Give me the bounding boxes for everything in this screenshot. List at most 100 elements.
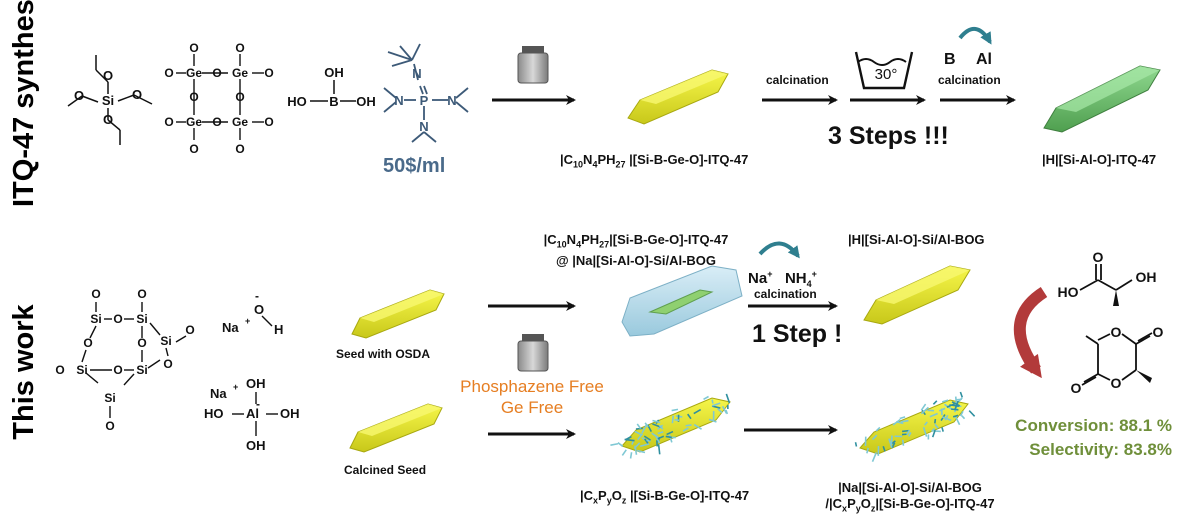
silicate-o: O [55,363,64,377]
fiber-particle [617,442,624,447]
fiber-particle [900,419,909,423]
silicate-cluster [81,302,187,418]
fiber-particle [959,410,964,417]
lactic-oh: OH [1136,269,1157,285]
ge-o: O [235,41,244,55]
cxpyoz-label: |CxPyOz |[Si-B-Ge-O]-ITQ-47 [580,488,750,506]
aluminate-na: Na [210,386,227,401]
fiber-particle [941,399,949,403]
exchange-al: Al [976,51,992,68]
ge-o: O [264,115,273,129]
fiber-particle [657,431,664,435]
phosphazene-molecule: N P N N N [383,43,469,143]
fiber-particle [949,404,959,408]
silicate-si: Si [136,312,147,326]
fiber-particle [635,427,643,430]
aluminate-al: Al [246,406,259,421]
naoh-h: H [274,322,283,337]
results-label: Conversion: 88.1 % Selectivity: 83.8% [1004,414,1172,462]
silicate-o: O [113,312,122,326]
fiber-particle [629,452,633,459]
fiber-particle [968,410,976,417]
fiber-particle [657,444,661,455]
fiber-particle [711,405,721,409]
fiber-particle [674,418,680,422]
fiber-particle [657,435,665,440]
lactide-o: O [1111,324,1122,340]
phosphazene-n: N [447,93,456,108]
seed-crystal-osda [351,289,445,339]
fiber-particle [636,423,642,430]
composite-crystal-2 [854,391,976,462]
fiber-particle [641,424,648,434]
core-shell-label: |C10N4PH27|[Si-B-Ge-O]-ITQ-47 @ |Na|[Si-… [543,232,729,268]
fiber-particle [866,447,869,454]
silicate-o: O [105,419,114,433]
fiber-particle [693,423,702,430]
fiber-particle [725,393,731,404]
phosphazene-n: N [412,66,421,81]
fiber-particle [621,449,627,456]
fiber-particle [891,442,896,449]
silicate-si: Si [76,363,87,377]
silicate-si: Si [160,334,171,348]
silicate-o: O [137,287,146,301]
fiber-particle [902,429,909,433]
teos-si: Si [102,93,114,108]
hitq47-crystal [1043,65,1161,133]
fiber-particle [666,430,674,436]
wash-basin-icon: 30° [854,51,914,90]
hbog-crystal [863,265,971,325]
free-label: Phosphazene Free Ge Free [460,377,604,417]
fiber-particle [930,427,936,433]
lactide-o: O [1153,324,1164,340]
core-shell-crystal [621,265,743,337]
fiber-particle [923,421,928,426]
fiber-particle [932,400,938,405]
aluminate-bonds [232,392,278,436]
fiber-particle [671,408,679,412]
boric-oh: OH [324,65,344,80]
fiber-particle [941,427,944,432]
fiber-particle [890,435,893,445]
ge-o: O [235,90,244,104]
wash-temperature: 30° [875,66,898,83]
ion-exchange-label: Na+ NH4+ [748,269,817,289]
product-top-2: |H|[Si-Al-O]-ITQ-47 [1042,152,1157,167]
conversion-text: Conversion: 88.1 % [1015,416,1172,435]
calcination-label: calcination [938,73,1001,87]
fiber-particle [633,442,641,450]
calcined-seed-label: Calcined Seed [344,463,427,477]
fiber-particle [899,416,906,420]
autoclave-icon [517,334,549,372]
silicate-si: Si [90,312,101,326]
lactide-o: O [1071,380,1082,396]
fiber-particle [875,426,881,432]
autoclave-icon [517,46,549,84]
boric-b: B [329,94,338,109]
fiber-particle [651,432,659,439]
lactic-ho: HO [1058,284,1079,300]
fiber-particle [959,391,964,398]
fiber-particle [682,427,689,432]
composite-label: |Na|[Si-Al-O]-Si/Al-BOG /|CxPyOz|[Si-B-G… [825,480,995,514]
fiber-particle [717,408,723,414]
fiber-particle [952,414,959,418]
catalysis-arrow [1013,286,1048,379]
fiber-particle [954,415,961,426]
fiber-particle [908,432,912,437]
fiber-particle [920,406,929,415]
fiber-particle [953,400,960,411]
ion-exchange-curved-arrow [758,241,800,259]
ge-o: O [164,66,173,80]
naoh-minus: - [255,289,259,303]
selectivity-text: Selectivity: 83.8% [1029,440,1172,459]
ge-atom: Ge [186,66,202,80]
calcination-label: calcination [754,287,817,301]
exchange-curved-arrow [958,27,992,45]
boric-ho: HO [287,94,307,109]
exchanged-label: |H|[Si-Al-O]-Si/Al-BOG [848,232,985,247]
fiber-particle [892,418,901,426]
ge-atom: Ge [232,66,248,80]
